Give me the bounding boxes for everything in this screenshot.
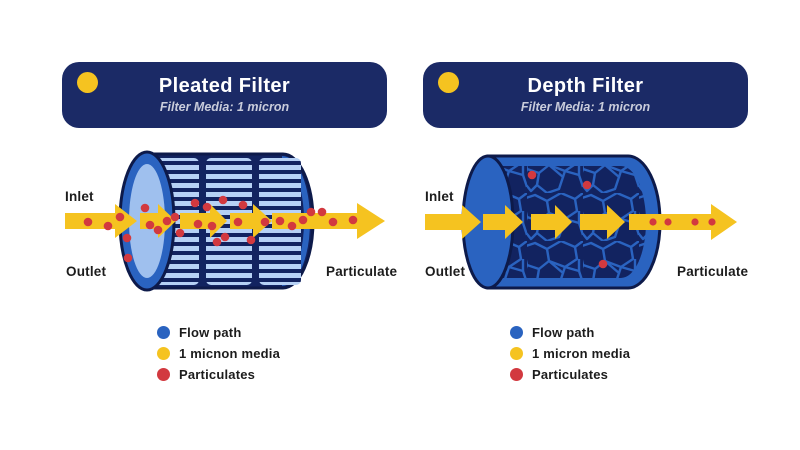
- bullet-dot-icon: [438, 72, 459, 93]
- pleated-filter-illustration: [65, 150, 385, 292]
- flow-arrow-icons: [425, 204, 737, 240]
- pleated-cartridge: [118, 150, 315, 292]
- legend-swatch-particulates: [510, 368, 523, 381]
- panel-subtitle: Filter Media: 1 micron: [159, 100, 290, 114]
- panel-header-depth: Depth Filter Filter Media: 1 micron: [423, 62, 748, 128]
- particulate-label-depth: Particulate: [677, 264, 749, 279]
- legend-label: 1 micnon media: [179, 346, 281, 361]
- bullet-dot-icon: [77, 72, 98, 93]
- legend-item-flow-path: Flow path: [510, 325, 630, 340]
- legend-label: Particulates: [532, 367, 609, 382]
- panel-title: Pleated Filter: [158, 75, 291, 97]
- inlet-label-depth: Inlet: [425, 189, 454, 204]
- legend-pleated: Flow path 1 micnon media Particulates: [157, 325, 281, 389]
- legend-swatch-flow-path: [510, 326, 523, 339]
- panel-header-pleated: Pleated Filter Filter Media: 1 micron: [62, 62, 387, 128]
- particulate-label-pleated: Particulate: [326, 264, 398, 279]
- panel-title: Depth Filter: [527, 75, 644, 97]
- legend-swatch-media: [157, 347, 170, 360]
- legend-item-media: 1 micron media: [510, 346, 631, 361]
- panel-subtitle: Filter Media: 1 micron: [520, 100, 651, 114]
- legend-label: Particulates: [179, 367, 256, 382]
- legend-label: Flow path: [179, 325, 242, 340]
- flow-arrow-icons: [65, 203, 385, 239]
- particulate-dots: [83, 195, 358, 263]
- particulate-dots: [527, 170, 716, 269]
- legend-item-particulates: Particulates: [157, 367, 280, 382]
- legend-label: 1 micron media: [532, 346, 631, 361]
- outlet-label-depth: Outlet: [425, 264, 466, 279]
- legend-item-flow-path: Flow path: [157, 325, 280, 340]
- legend-item-media: 1 micnon media: [157, 346, 281, 361]
- depth-filter-illustration: [425, 154, 737, 290]
- legend-depth: Flow path 1 micron media Particulates: [510, 325, 631, 389]
- legend-swatch-media: [510, 347, 523, 360]
- legend-swatch-particulates: [157, 368, 170, 381]
- legend-label: Flow path: [532, 325, 595, 340]
- legend-swatch-flow-path: [157, 326, 170, 339]
- legend-item-particulates: Particulates: [510, 367, 630, 382]
- inlet-label-pleated: Inlet: [65, 189, 94, 204]
- outlet-label-pleated: Outlet: [66, 264, 107, 279]
